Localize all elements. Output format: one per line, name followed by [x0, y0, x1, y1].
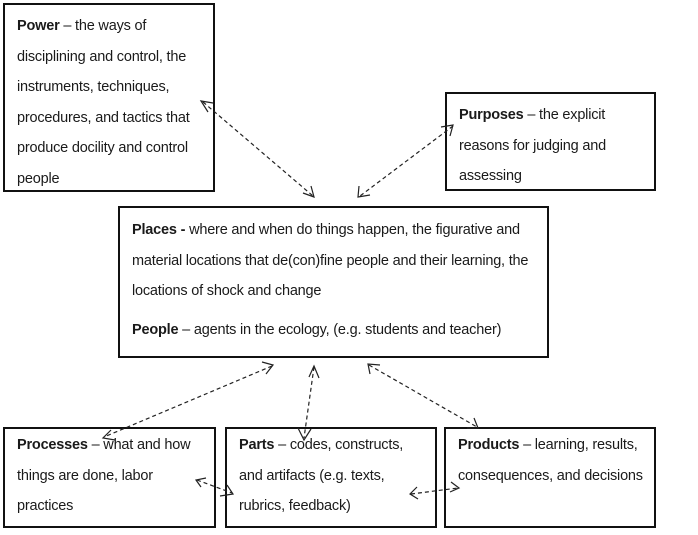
power-definition: the ways of disciplining and control, th… [17, 18, 190, 187]
processes-term: Processes [17, 437, 88, 453]
connector-places-products [367, 363, 479, 429]
parts-box: Parts – codes, constructs, and artifacts… [225, 427, 437, 528]
purposes-term: Purposes [459, 107, 524, 123]
products-term: Products [458, 437, 520, 453]
places-term: Places - [132, 222, 186, 238]
power-separator: – [59, 18, 76, 34]
purposes-box: Purposes – the explicit reasons for judg… [445, 92, 656, 191]
people-separator: – [178, 321, 194, 338]
products-definition: learning, results, consequences, and dec… [458, 437, 643, 484]
places-people-box: Places - where and when do things happen… [118, 206, 549, 358]
parts-term: Parts [239, 437, 275, 453]
processes-definition: what and how things are done, labor prac… [17, 437, 191, 514]
people-term: People [132, 321, 179, 338]
products-box: Products – learning, results, consequenc… [444, 427, 656, 528]
power-term: Power [17, 18, 60, 34]
people-definition: agents in the ecology, (e.g. students an… [193, 321, 502, 338]
connector-power-places [199, 100, 315, 198]
processes-box: Processes – what and how things are done… [3, 427, 216, 528]
connector-purposes-places [357, 124, 454, 198]
products-separator: – [519, 437, 535, 453]
places-definition: where and when do things happen, the fig… [132, 222, 529, 299]
power-box: Power – the ways of disciplining and con… [3, 3, 215, 192]
places-paragraph: Places - where and when do things happen… [132, 215, 537, 307]
processes-separator: – [87, 437, 104, 453]
purposes-definition: the explicit reasons for judging and ass… [459, 107, 606, 184]
people-paragraph: People – agents in the ecology, (e.g. st… [132, 315, 537, 346]
parts-definition: codes, constructs, and artifacts (e.g. t… [239, 437, 404, 514]
purposes-separator: – [523, 107, 540, 123]
parts-separator: – [274, 437, 290, 453]
